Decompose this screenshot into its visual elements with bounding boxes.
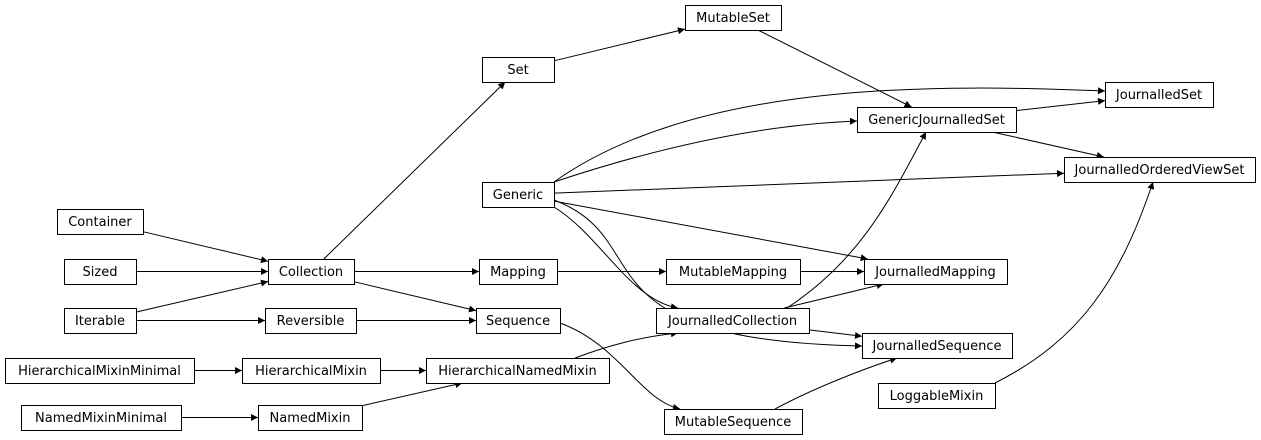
node-label: HierarchicalNamedMixin: [438, 364, 596, 379]
edges-layer: [135, 27, 1155, 421]
edge-LoggableMixin-to-JournalledOrderedViewSet: [994, 181, 1155, 384]
edge-GenericJournalledSet-to-JournalledOrderedViewSet: [992, 131, 1104, 159]
node-HierarchicalMixinMinimal: HierarchicalMixinMinimal: [5, 358, 195, 384]
node-box: [1105, 82, 1214, 108]
node-box: [268, 259, 355, 285]
node-JournalledSet: JournalledSet: [1105, 82, 1214, 108]
edge-MutableSequence-to-JournalledSequence: [774, 356, 898, 410]
node-JournalledSequence: JournalledSequence: [862, 333, 1013, 359]
edge-GenericJournalledSet-to-JournalledSet: [1015, 97, 1106, 112]
node-label: MutableSequence: [675, 415, 792, 430]
node-JournalledOrderedViewSet: JournalledOrderedViewSet: [1064, 157, 1256, 183]
node-box: [878, 383, 996, 409]
node-box: [482, 57, 555, 83]
edge-Collection-to-Sequence: [353, 281, 477, 313]
node-label: Sized: [83, 265, 118, 280]
node-box: [21, 405, 182, 431]
node-label: HierarchicalMixin: [255, 364, 367, 379]
node-JournalledMapping: JournalledMapping: [864, 259, 1008, 285]
node-label: NamedMixin: [270, 411, 351, 426]
node-box: [426, 358, 610, 384]
node-box: [864, 259, 1008, 285]
edge-JournalledCollection-to-JournalledMapping: [784, 282, 884, 309]
edge-HierarchicalNamedMixin-to-JournalledCollection: [574, 330, 679, 359]
node-label: GenericJournalledSet: [868, 113, 1005, 128]
node-MutableSequence: MutableSequence: [664, 409, 803, 435]
node-HierarchicalMixin: HierarchicalMixin: [242, 358, 381, 384]
node-NamedMixin: NamedMixin: [258, 405, 363, 431]
edge-Generic-to-JournalledCollection: [553, 206, 679, 311]
edge-JournalledCollection-to-JournalledSequence: [808, 329, 863, 339]
edge-NamedMixin-to-HierarchicalNamedMixin: [361, 381, 463, 407]
node-LoggableMixin: LoggableMixin: [878, 383, 996, 409]
node-box: [862, 333, 1013, 359]
node-box: [265, 308, 357, 334]
node-Iterable: Iterable: [64, 308, 137, 334]
node-JournalledCollection: JournalledCollection: [656, 308, 810, 334]
edge-JournalledCollection-to-GenericJournalledSet: [786, 131, 927, 309]
node-Set: Set: [482, 57, 555, 83]
node-label: Sequence: [486, 314, 550, 329]
node-box: [479, 259, 558, 285]
node-box: [258, 405, 363, 431]
node-box: [476, 308, 561, 334]
edge-Collection-to-Set: [323, 81, 506, 260]
edge-MutableSet-to-GenericJournalledSet: [757, 29, 912, 108]
edge-Set-to-MutableSet: [553, 27, 686, 62]
node-box: [857, 107, 1017, 133]
node-label: LoggableMixin: [890, 389, 984, 404]
node-label: MutableMapping: [679, 265, 787, 280]
node-box: [1064, 157, 1256, 183]
node-label: Set: [507, 63, 528, 78]
node-Mapping: Mapping: [479, 259, 558, 285]
node-box: [666, 259, 801, 285]
node-Collection: Collection: [268, 259, 355, 285]
node-label: Reversible: [277, 314, 345, 329]
node-Sequence: Sequence: [476, 308, 561, 334]
edge-Iterable-to-Collection: [135, 279, 269, 313]
node-box: [64, 308, 137, 334]
node-Generic: Generic: [482, 182, 555, 208]
node-HierarchicalNamedMixin: HierarchicalNamedMixin: [426, 358, 610, 384]
node-label: Collection: [279, 265, 343, 280]
nodes-layer: MutableSetSetJournalledSetGenericJournal…: [5, 5, 1256, 435]
node-label: JournalledCollection: [667, 314, 797, 329]
node-box: [482, 182, 555, 208]
node-Sized: Sized: [64, 259, 137, 285]
node-GenericJournalledSet: GenericJournalledSet: [857, 107, 1017, 133]
edge-Container-to-Collection: [142, 231, 269, 264]
node-label: JournalledOrderedViewSet: [1074, 163, 1245, 178]
node-MutableMapping: MutableMapping: [666, 259, 801, 285]
node-box: [5, 358, 195, 384]
node-box: [656, 308, 810, 334]
node-MutableSet: MutableSet: [685, 5, 782, 31]
node-label: Container: [68, 215, 132, 230]
edge-Generic-to-GenericJournalledSet: [553, 117, 858, 183]
node-box: [242, 358, 381, 384]
node-label: Mapping: [490, 265, 546, 280]
node-label: JournalledSequence: [872, 339, 1002, 354]
node-box: [64, 259, 137, 285]
node-label: Iterable: [75, 314, 125, 329]
edge-Generic-to-JournalledSet: [553, 87, 1106, 183]
node-box: [685, 5, 782, 31]
node-label: JournalledMapping: [874, 265, 996, 280]
node-Reversible: Reversible: [265, 308, 357, 334]
node-Container: Container: [57, 209, 144, 235]
node-label: NamedMixinMinimal: [35, 411, 167, 426]
node-NamedMixinMinimal: NamedMixinMinimal: [21, 405, 182, 431]
node-box: [57, 209, 144, 235]
edge-Sequence-to-MutableSequence: [559, 322, 681, 411]
node-box: [664, 409, 803, 435]
edge-Generic-to-JournalledSequence: [553, 199, 863, 350]
node-label: JournalledSet: [1115, 88, 1202, 103]
node-label: HierarchicalMixinMinimal: [18, 364, 181, 379]
edge-Generic-to-JournalledMapping: [553, 200, 868, 262]
node-label: Generic: [493, 188, 543, 203]
edge-Generic-to-JournalledOrderedViewSet: [553, 169, 1065, 194]
node-label: MutableSet: [696, 11, 770, 26]
